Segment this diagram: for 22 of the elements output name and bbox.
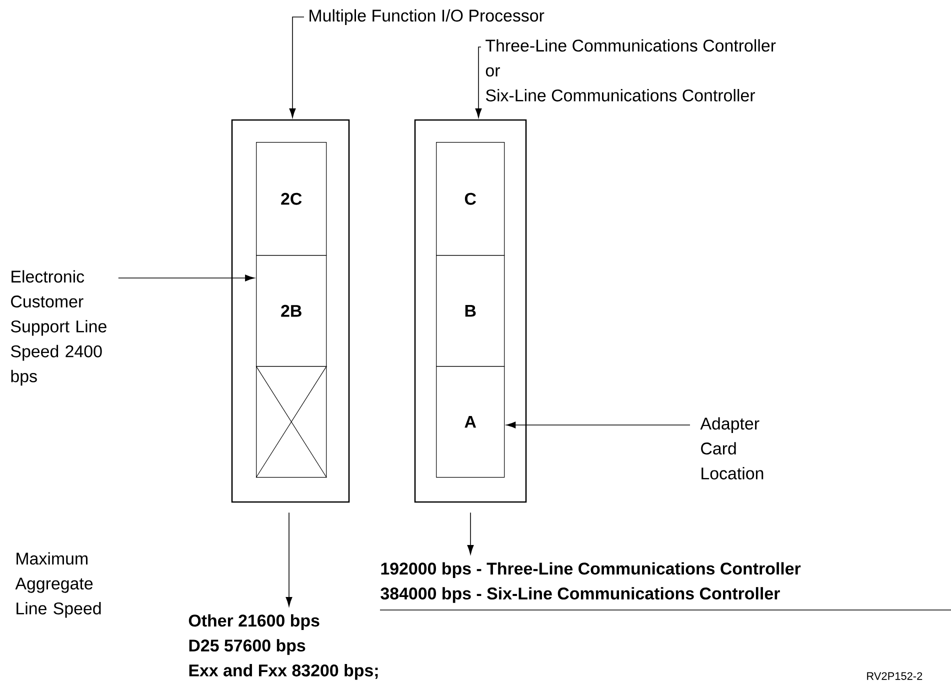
slot-box [414, 119, 527, 503]
arrow [475, 46, 482, 118]
slot-box: 2B [256, 255, 327, 367]
node-label: Three-Line Communications Controller or Six-Line Communications Controller [486, 39, 776, 102]
arrow [286, 512, 292, 606]
slot-box: B [436, 255, 505, 367]
arrow [467, 512, 474, 554]
figure-code: RV2P152-2 [867, 672, 922, 680]
slot-box: 2C [256, 142, 327, 256]
card-enclosure [231, 119, 350, 503]
node-label: Multiple Function I/O Processor [310, 9, 544, 25]
speed-list: Other 21600 bps D25 57600 bps Exx and Fxx 83200 bps; [188, 614, 378, 680]
arrow [506, 422, 690, 428]
callout-text: Electronic Customer Support Line Speed 2400 bps [10, 270, 106, 386]
text-label: Maximum Aggregate Line Speed [15, 552, 101, 618]
speed-list: 192000 bps - Three-Line Communications Controller 384000 bps - Six-Line Communications Controller [380, 562, 801, 603]
arrow [289, 16, 304, 118]
arrow [118, 274, 255, 282]
callout-text: Adapter Card Location [700, 417, 764, 480]
slot-box: A [436, 366, 505, 478]
empty-slot [256, 366, 327, 478]
slot-box: C [436, 142, 505, 256]
